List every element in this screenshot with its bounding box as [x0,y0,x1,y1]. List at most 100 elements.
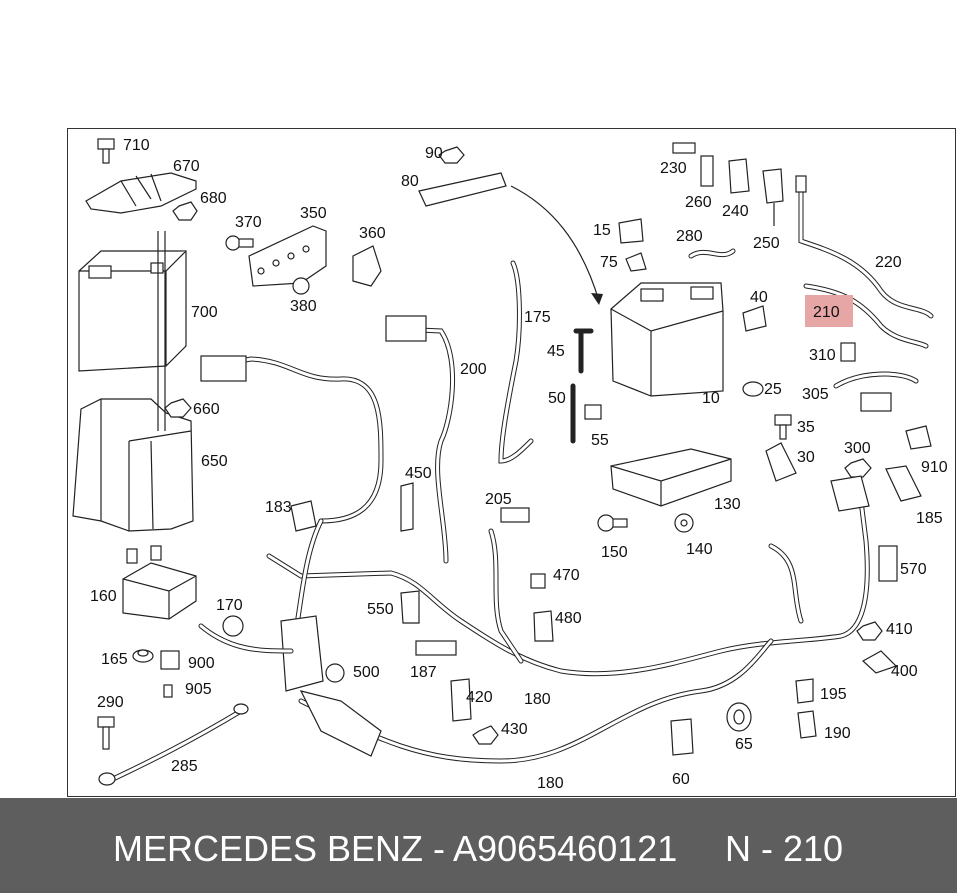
label-290: 290 [97,694,124,711]
label-300: 300 [844,440,871,457]
bolt-150-drawing [597,514,628,532]
label-187: 187 [410,664,437,681]
plate-15-drawing [618,218,644,244]
cable-220-drawing [795,175,934,319]
nut-300-drawing [844,458,872,478]
label-450: 450 [405,465,432,482]
label-205: 205 [485,491,512,508]
label-185: 185 [916,510,943,527]
label-180a: 180 [524,691,551,708]
part-labels: 710 670 680 370 350 360 380 700 660 650 … [90,137,948,792]
label-660: 660 [193,401,220,418]
label-285: 285 [171,758,198,775]
label-680: 680 [200,190,227,207]
misc-small-parts-drawing [222,482,898,756]
label-140: 140 [686,541,713,558]
label-400: 400 [891,663,918,680]
plug-55-drawing [584,404,602,420]
label-410: 410 [886,621,913,638]
parts-diagram: 710 670 680 370 350 360 380 700 660 650 … [72,137,948,792]
label-350: 350 [300,205,327,222]
aux-battery-drawing [78,250,187,372]
clamp-bracket-drawing [85,172,197,214]
label-90: 90 [425,145,443,162]
label-45: 45 [547,343,565,360]
connector-360-drawing [352,245,382,287]
label-183: 183 [265,499,292,516]
bolt-710-drawing [97,138,115,164]
label-700: 700 [191,304,218,321]
label-430: 430 [501,721,528,738]
label-190: 190 [824,725,851,742]
connector-250-drawing [762,168,784,226]
fuse-900-drawing [160,650,180,670]
bracket-30-drawing [765,442,797,482]
battery-tray-drawing [610,448,732,507]
label-195: 195 [820,686,847,703]
footer-bar: MERCEDES BENZ - A9065460121 N - 210 [0,798,957,893]
nut-680-drawing [172,201,198,221]
label-370: 370 [235,214,262,231]
main-battery-drawing [610,282,724,397]
label-150: 150 [601,544,628,561]
label-900: 900 [188,655,215,672]
label-210: 210 [813,304,840,321]
label-910: 910 [921,459,948,476]
label-50: 50 [548,390,566,407]
vent-hose-45-drawing [570,328,594,444]
label-650: 650 [201,453,228,470]
nut-90-drawing [438,146,465,164]
main-harness-drawing [198,475,870,764]
label-240: 240 [722,203,749,220]
footer-position: N - 210 [725,828,844,869]
label-170: 170 [216,597,243,614]
label-220: 220 [875,254,902,271]
label-160: 160 [90,588,117,605]
label-500: 500 [353,664,380,681]
label-10: 10 [702,390,720,407]
assembly-arrow [510,185,600,302]
assembly-arrow-head [591,293,603,305]
clip-310-drawing [840,342,856,362]
nut-380-drawing [292,277,310,295]
label-180b: 180 [537,775,564,792]
connector-185-drawing [885,465,922,502]
label-130: 130 [714,496,741,513]
bolt-290-drawing [97,716,115,750]
label-905: 905 [185,681,212,698]
battery-holder-drawing [72,231,194,532]
nut-660-drawing [164,398,192,418]
connector-240-drawing [728,158,750,194]
washer-140-drawing [674,513,694,533]
harness-650-lead-drawing [200,355,384,524]
terminal-905-drawing [163,684,173,698]
label-55: 55 [591,432,609,449]
harness-175-drawing [498,260,534,464]
bolt-35-drawing [774,414,792,440]
label-60: 60 [672,771,690,788]
footer-part-number: MERCEDES BENZ - A9065460121 [113,828,678,869]
label-260: 260 [685,194,712,211]
label-230: 230 [660,160,687,177]
cable-210-drawing [803,283,929,349]
clip-75-drawing [625,252,647,272]
label-360: 360 [359,225,386,242]
label-420: 420 [466,689,493,706]
label-35: 35 [797,419,815,436]
label-175: 175 [524,309,551,326]
label-250: 250 [753,235,780,252]
bracket-350-drawing [248,225,327,287]
cap-25-drawing [742,381,764,397]
label-550: 550 [367,601,394,618]
label-470: 470 [553,567,580,584]
relay-160-drawing [122,545,197,620]
label-65: 65 [735,736,753,753]
label-25: 25 [764,381,782,398]
label-200: 200 [460,361,487,378]
connector-230-drawing [672,142,696,154]
cable-280-drawing [688,248,736,259]
label-670: 670 [173,158,200,175]
harness-200-drawing [385,315,455,564]
label-15: 15 [593,222,611,239]
cable-305-drawing [833,371,932,450]
